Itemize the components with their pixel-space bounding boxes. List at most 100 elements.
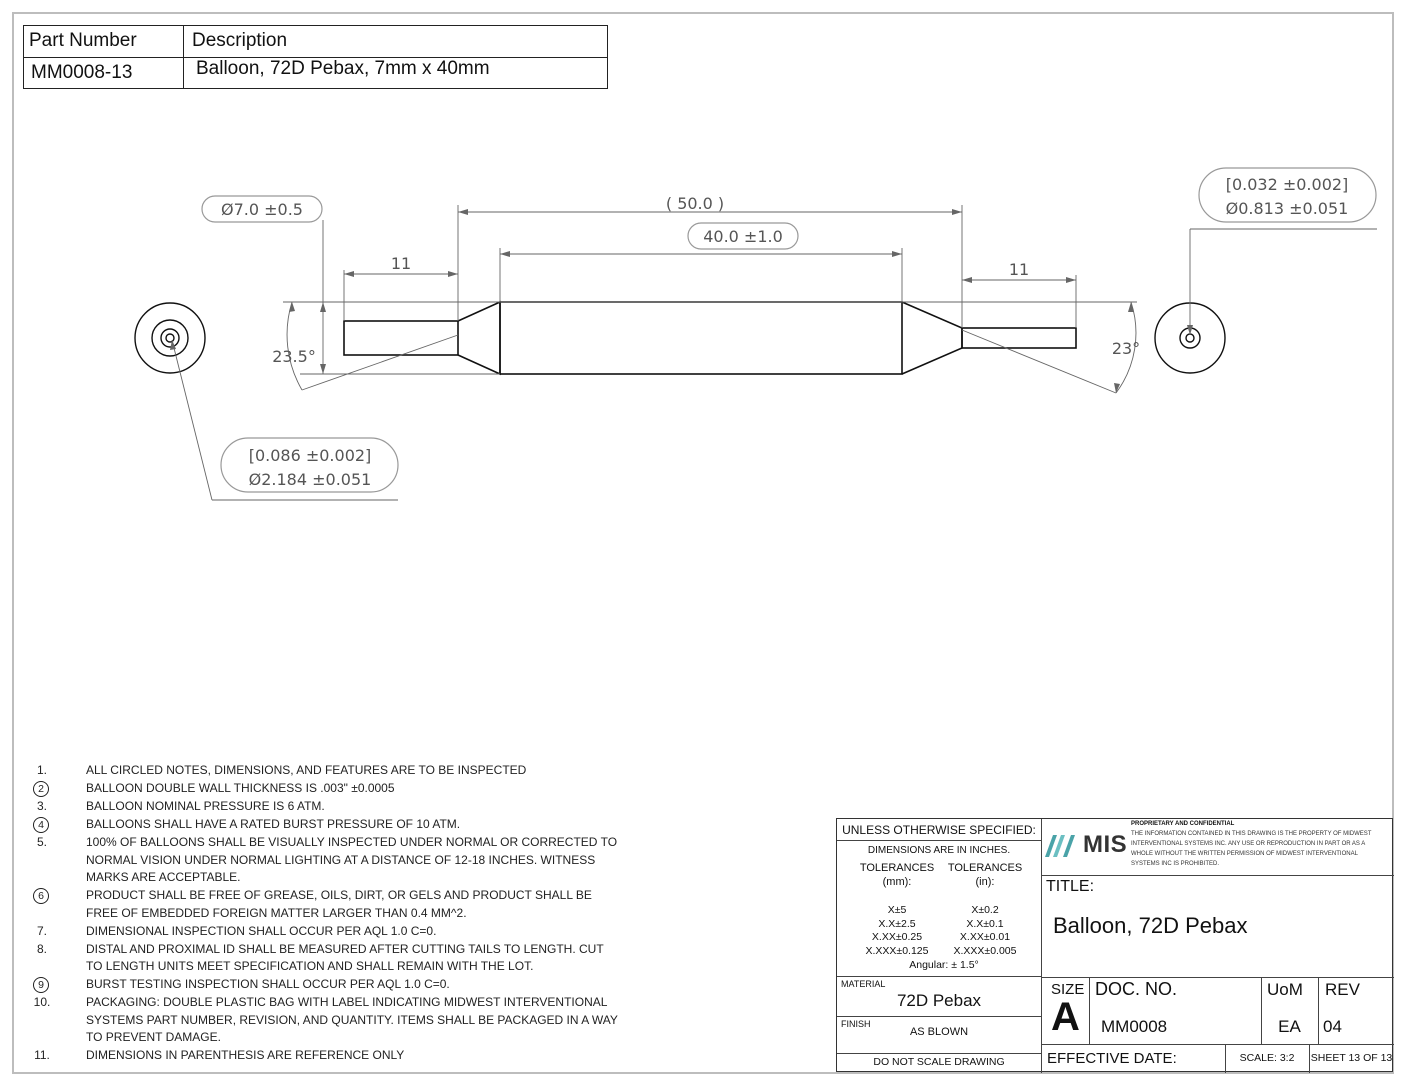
proprietary-notice: THE INFORMATION CONTAINED IN THIS DRAWIN… — [1131, 829, 1371, 869]
rev-value: 04 — [1323, 1017, 1342, 1036]
right-callout-mm-label: Ø0.813 ±0.051 — [1226, 199, 1349, 218]
note-item: 7. DIMENSIONAL INSPECTION SHALL OCCUR PER… — [28, 923, 618, 941]
uom-value: EA — [1278, 1017, 1301, 1036]
tolerances-in-label: TOLERANCES — [947, 862, 1023, 874]
note-number: 1. — [36, 763, 47, 777]
left-cone-angle-label: 23.5° — [272, 347, 316, 366]
proprietary-title: PROPRIETARY AND CONFIDENTIAL — [1131, 821, 1235, 827]
note-text: BALLOON NOMINAL PRESSURE IS 6 ATM. — [86, 799, 325, 813]
part-table: Part Number Description MM0008-13 Balloo… — [23, 25, 608, 89]
part-number-value: MM0008-13 — [31, 62, 133, 83]
left-cone — [457, 300, 501, 376]
balloon-outline — [343, 300, 1077, 376]
note-text: BALLOONS SHALL HAVE A RATED BURST PRESSU… — [86, 817, 461, 831]
proprietary-line: THE INFORMATION CONTAINED IN THIS DRAWIN… — [1131, 831, 1372, 837]
left-tail-length-label: 11 — [391, 254, 411, 273]
tolerances-mm-list: X±5 X.X±2.5 X.XX±0.25 X.XXX±0.125 — [855, 904, 939, 958]
note-number-circled: 6 — [33, 888, 49, 904]
note-text: DISTAL AND PROXIMAL ID SHALL BE MEASURED… — [86, 941, 604, 974]
balloon-body — [499, 301, 903, 375]
scale-value: SCALE: 3:2 — [1239, 1052, 1295, 1064]
proprietary-line: SYSTEMS INC IS PROHIBITED. — [1131, 861, 1220, 867]
tol-in-2: X.XX±0.01 — [959, 931, 1011, 943]
note-text: ALL CIRCLED NOTES, DIMENSIONS, AND FEATU… — [86, 763, 527, 777]
title-block: UNLESS OTHERWISE SPECIFIED: DIMENSIONS A… — [836, 818, 1394, 1073]
note-number: 5. — [36, 835, 47, 849]
note-number-circled: 9 — [33, 977, 49, 993]
od-tolerance-frame — [201, 195, 323, 223]
finish-label: FINISH — [841, 1019, 871, 1029]
dimensions-units: DIMENSIONS ARE IN INCHES. — [867, 845, 1011, 856]
note-text: BALLOON DOUBLE WALL THICKNESS IS .003" ±… — [86, 781, 395, 795]
note-item: 5. 100% OF BALLOONS SHALL BE VISUALLY INS… — [28, 834, 618, 887]
mis-logo-mark-icon — [1045, 835, 1075, 857]
mis-logo-text: MIS — [1083, 831, 1128, 858]
right-callout-inch-label: [0.032 ±0.002] — [1226, 175, 1349, 194]
note-item: 8. DISTAL AND PROXIMAL ID SHALL BE MEASUR… — [28, 941, 618, 976]
overall-length-ref-label: ( 50.0 ) — [666, 194, 724, 213]
note-item: 10. PACKAGING: DOUBLE PLASTIC BAG WITH LA… — [28, 994, 618, 1047]
size-label: SIZE — [1051, 981, 1085, 998]
od-tolerance-label: Ø7.0 ±0.5 — [221, 200, 303, 219]
note-text: DIMENSIONAL INSPECTION SHALL OCCUR PER A… — [86, 923, 437, 938]
drawing-notes: 1. ALL CIRCLED NOTES, DIMENSIONS, AND FEA… — [28, 762, 618, 1065]
note-number: 11. — [34, 1048, 50, 1062]
left-callout-frame — [220, 437, 399, 493]
right-callout-frame — [1198, 167, 1377, 223]
proprietary-line: INTERVENTIONAL SYSTEMS INC. ANY USE OR R… — [1131, 841, 1366, 847]
right-cone — [901, 301, 963, 375]
note-item: 2 BALLOON DOUBLE WALL THICKNESS IS .003" … — [28, 780, 618, 798]
note-item: 3. BALLOON NOMINAL PRESSURE IS 6 ATM. — [28, 798, 618, 816]
note-number: 3. — [36, 799, 47, 813]
note-number: 8. — [36, 941, 47, 956]
body-length-label: 40.0 ±1.0 — [703, 227, 783, 246]
arrowheads — [170, 209, 1193, 393]
tol-mm-0: X±5 — [887, 904, 907, 916]
note-text: PRODUCT SHALL BE FREE OF GREASE, OILS, D… — [86, 888, 592, 920]
material-value: 72D Pebax — [896, 991, 982, 1010]
right-tail-length-label: 11 — [1009, 260, 1029, 279]
tol-mm-3: X.XXX±0.125 — [865, 944, 929, 957]
left-callout-inch-label: [0.086 ±0.002] — [249, 446, 372, 465]
uom-label: UoM — [1267, 980, 1303, 999]
doc-number-value: MM0008 — [1101, 1017, 1168, 1036]
note-number: 7. — [36, 923, 47, 938]
header-part-number: Part Number — [29, 30, 137, 51]
doc-number-label: DOC. NO. — [1095, 979, 1178, 999]
unless-specified: UNLESS OTHERWISE SPECIFIED: — [842, 823, 1036, 837]
note-item: 11. DIMENSIONS IN PARENTHESIS ARE REFEREN… — [28, 1047, 618, 1065]
effective-date-label: EFFECTIVE DATE: — [1047, 1050, 1177, 1067]
note-number: 10. — [33, 995, 51, 1009]
note-number-circled: 2 — [33, 781, 49, 797]
right-tail — [961, 327, 1077, 349]
part-table-row: MM0008-13 Balloon, 72D Pebax, 7mm x 40mm — [24, 57, 607, 88]
tolerances-in-list: X±0.2 X.X±0.1 X.XX±0.01 X.XXX±0.005 — [943, 904, 1027, 958]
note-text: PACKAGING: DOUBLE PLASTIC BAG WITH LABEL… — [86, 995, 618, 1044]
balloon-drawing: Ø7.0 ±0.5 ( 50.0 ) 40.0 ±1.0 11 11 23.5°… — [134, 167, 1377, 501]
material-label: MATERIAL — [841, 979, 886, 989]
dimension-lines — [171, 205, 1377, 501]
finish-value: AS BLOWN — [909, 1026, 969, 1038]
title-label: TITLE: — [1046, 878, 1095, 895]
note-text: DIMENSIONS IN PARENTHESIS ARE REFERENCE … — [86, 1048, 405, 1062]
sheet-border — [12, 12, 1394, 1074]
note-item: 1. ALL CIRCLED NOTES, DIMENSIONS, AND FEA… — [28, 762, 618, 780]
callout-frames — [201, 167, 1377, 493]
left-callout-mm-label: Ø2.184 ±0.051 — [249, 470, 372, 489]
tolerances-in-unit: (in): — [975, 876, 995, 888]
tol-in-3: X.XXX±0.005 — [953, 944, 1017, 957]
body-length-frame — [687, 222, 799, 250]
tolerances-mm-unit: (mm): — [882, 876, 912, 888]
note-number-circled: 4 — [33, 817, 49, 833]
tol-mm-2: X.XX±0.25 — [871, 931, 923, 943]
angular-tolerance: Angular: ± 1.5° — [909, 959, 979, 971]
note-item: 6 PRODUCT SHALL BE FREE OF GREASE, OILS, … — [28, 887, 618, 922]
header-description: Description — [192, 30, 288, 51]
do-not-scale: DO NOT SCALE DRAWING — [873, 1056, 1005, 1068]
tol-in-0: X±0.2 — [971, 904, 999, 916]
size-value: A — [1051, 995, 1080, 1039]
left-end-view — [134, 302, 206, 374]
rev-label: REV — [1325, 980, 1360, 999]
note-text: 100% OF BALLOONS SHALL BE VISUALLY INSPE… — [86, 835, 618, 884]
